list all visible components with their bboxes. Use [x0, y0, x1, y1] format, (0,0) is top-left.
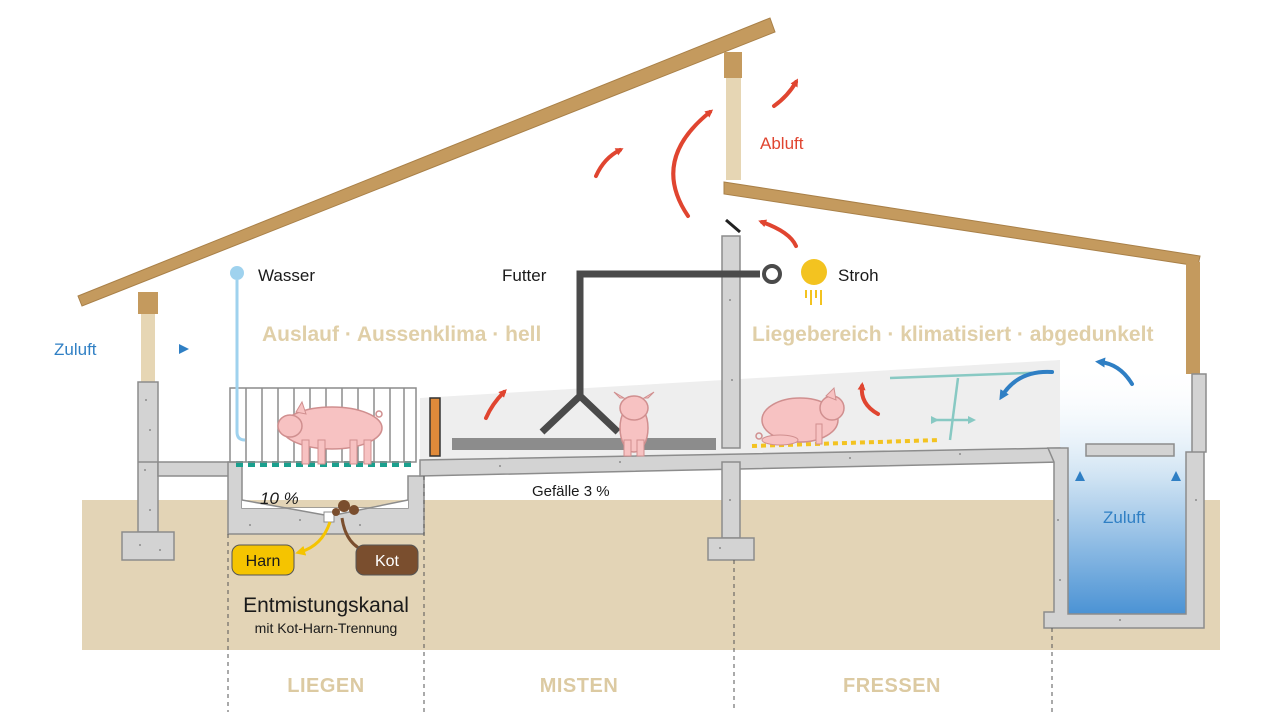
- left-roof-post: [138, 292, 158, 314]
- feces-label: Kot: [375, 553, 400, 570]
- zone-lying-label: LIEGEN: [287, 675, 364, 697]
- water-pipe: [235, 280, 246, 442]
- concrete-texture: [139, 299, 1197, 621]
- zone-feeding-label: FRESSEN: [843, 675, 941, 697]
- main-roof: [77, 17, 776, 307]
- urine-box: [231, 544, 295, 576]
- pig-lying-right: [755, 386, 845, 446]
- exhaust-air-arrows: [484, 78, 880, 420]
- urine-label: Harn: [246, 553, 281, 570]
- mid-wall-infill: [726, 78, 741, 180]
- floor-slope-label: Gefälle 3 %: [532, 483, 610, 500]
- exhaust-air-label: Abluft: [760, 134, 804, 153]
- urine-flow-arrow: [295, 521, 332, 556]
- channel-title: Entmistungskanal: [243, 594, 409, 617]
- adjustable-ceiling: [889, 370, 1055, 441]
- zone-dunging-label: MISTEN: [540, 675, 619, 697]
- straw-drops-icon: [805, 290, 822, 305]
- feces-drops-icon: [332, 500, 359, 516]
- outdoor-area-label: Auslauf · Aussenklima · hell: [262, 323, 541, 346]
- supply-air-right-label: Zuluft: [1103, 508, 1146, 527]
- supply-air-left-label: Zuluft: [54, 340, 97, 359]
- pig-standing-left: [277, 400, 383, 465]
- supply-air-arrows: [137, 344, 1181, 573]
- feed-label: Futter: [502, 266, 547, 285]
- lying-area-label: Liegebereich · klimatisiert · abgedunkel…: [752, 323, 1153, 346]
- zone-dividers: [227, 476, 1053, 712]
- water-nipple-icon: [230, 266, 244, 280]
- pop-hole-door: [429, 397, 441, 457]
- channel-slope-label: 10 %: [260, 489, 299, 508]
- water-label: Wasser: [258, 266, 315, 285]
- straw-label: Stroh: [838, 266, 879, 285]
- feeding-trough: [452, 438, 716, 450]
- pig-front-view: [613, 391, 655, 457]
- ventilation-flap: [725, 218, 741, 234]
- straw-dispenser-icon: [801, 259, 827, 285]
- feed-line-pulley-icon: [762, 264, 782, 284]
- rear-wall-timber: [1186, 262, 1200, 374]
- rear-roof: [723, 181, 1201, 267]
- feed-line: [539, 270, 760, 435]
- channel-subtitle: mit Kot-Harn-Trennung: [255, 620, 398, 636]
- feces-box: [355, 544, 419, 576]
- cool-air-zone: [1060, 365, 1196, 615]
- concrete-structure: [121, 235, 1207, 629]
- mid-roof-post: [724, 52, 742, 78]
- channel-cavity: [242, 500, 408, 516]
